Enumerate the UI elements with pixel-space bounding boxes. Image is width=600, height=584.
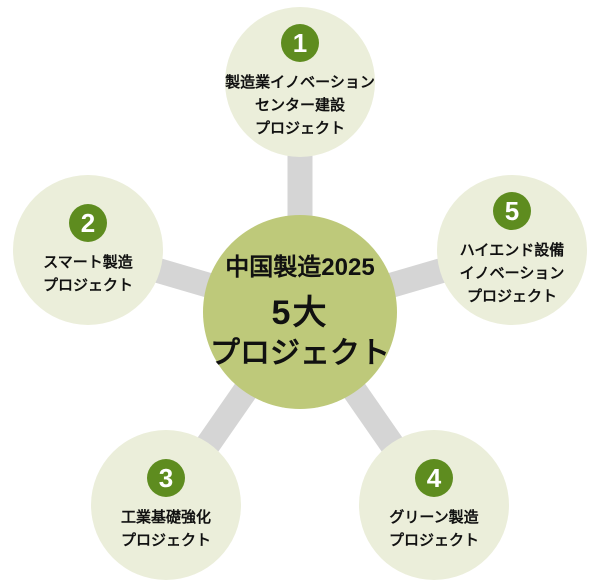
node-5-label-line-3: プロジェクト	[466, 288, 557, 305]
satellite-node-5-highend-equipment-innovation: 5 ハイエンド設備 イノベーション プロジェクト	[437, 175, 587, 325]
center-title-main: 5大	[271, 293, 329, 332]
node-2-label-line-1: スマート製造	[43, 253, 133, 271]
node-1-label-line-2: センター建設	[254, 97, 345, 114]
satellite-node-4-green-manufacturing: 4 グリーン製造 プロジェクト	[359, 430, 509, 580]
number-badge-5: 5	[493, 192, 531, 230]
node-4-label-line-1: グリーン製造	[389, 508, 479, 526]
node-2-label: スマート製造 プロジェクト	[43, 251, 133, 297]
node-5-label-line-1: ハイエンド設備	[459, 242, 565, 259]
node-5-label-line-2: イノベーション	[459, 265, 565, 282]
center-node: 中国製造2025 5大 プロジェクト	[203, 215, 397, 409]
number-badge-3: 3	[147, 458, 185, 497]
center-title-word: プロジェクト	[210, 336, 390, 370]
node-3-label: 工業基礎強化 プロジェクト	[121, 506, 211, 552]
node-2-label-line-2: プロジェクト	[42, 276, 133, 294]
node-5-label: ハイエンド設備 イノベーション プロジェクト	[460, 239, 565, 308]
node-1-label-line-1: 製造業イノベーション	[225, 74, 375, 91]
node-1-label-line-3: プロジェクト	[254, 120, 345, 137]
node-3-label-line-2: プロジェクト	[120, 531, 211, 549]
satellite-node-3-industrial-base-strengthening: 3 工業基礎強化 プロジェクト	[91, 430, 241, 580]
center-title-subline: 中国製造2025	[225, 253, 375, 281]
satellite-node-1-manufacturing-innovation-center: 1 製造業イノベーション センター建設 プロジェクト	[225, 7, 375, 157]
satellite-node-2-smart-manufacturing: 2 スマート製造 プロジェクト	[13, 175, 163, 325]
number-badge-4: 4	[415, 458, 453, 497]
node-4-label-line-2: プロジェクト	[388, 531, 479, 549]
node-1-label: 製造業イノベーション センター建設 プロジェクト	[225, 71, 375, 140]
node-4-label: グリーン製造 プロジェクト	[389, 506, 479, 552]
node-3-label-line-1: 工業基礎強化	[120, 508, 211, 526]
number-badge-1: 1	[281, 24, 319, 62]
number-badge-2: 2	[69, 203, 107, 242]
